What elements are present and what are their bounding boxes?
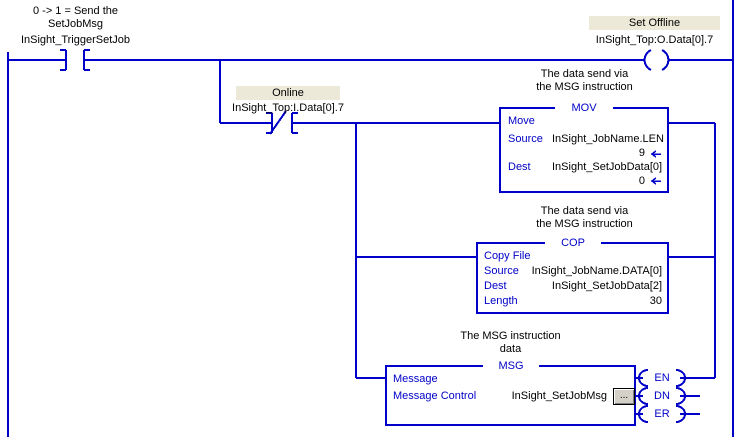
msg-title: Message <box>393 373 438 385</box>
cop-length-value[interactable]: 30 <box>649 295 662 307</box>
msg-er-label: ER <box>654 408 670 420</box>
msg-control-value[interactable]: InSight_SetJobMsg <box>511 390 607 402</box>
msg-browse-button[interactable]: ... <box>613 388 635 405</box>
trigger-comment-line2: SetJobMsg <box>47 18 104 30</box>
online-contact-tag[interactable]: InSight_Top:I.Data[0].7 <box>232 102 344 114</box>
mov-comment-line1: The data send via <box>540 68 629 80</box>
msg-dn-label: DN <box>654 390 670 402</box>
online-description[interactable]: Online <box>236 86 340 100</box>
cop-comment-line1: The data send via <box>540 205 629 217</box>
set-offline-coil-tag[interactable]: InSight_Top:O.Data[0].7 <box>595 34 714 46</box>
msg-comment-line1: The MSG instruction <box>460 330 561 342</box>
set-offline-description[interactable]: Set Offline <box>589 16 720 30</box>
mov-mnemonic: MOV <box>555 102 613 115</box>
trigger-contact-tag[interactable]: InSight_TriggerSetJob <box>20 34 131 46</box>
msg-output-terminals <box>635 369 700 423</box>
cop-title: Copy File <box>484 250 531 262</box>
cop-length-label: Length <box>484 295 518 307</box>
cop-dest-label: Dest <box>484 280 507 292</box>
mov-source-label: Source <box>508 133 543 145</box>
mov-source-data: 9 <box>638 147 645 159</box>
mov-dest-value[interactable]: InSight_SetJobData[0] <box>552 161 663 173</box>
cop-dest-value[interactable]: InSight_SetJobData[2] <box>551 280 662 292</box>
mov-dest-label: Dest <box>508 161 531 173</box>
msg-comment-line2: data <box>499 343 522 355</box>
cop-mnemonic: COP <box>545 237 601 250</box>
msg-en-label: EN <box>654 372 670 384</box>
trigger-contact-symbol <box>60 49 90 71</box>
mov-dest-data: 0 <box>638 175 645 187</box>
msg-control-label: Message Control <box>393 390 477 402</box>
mov-comment-line2: the MSG instruction <box>536 81 633 93</box>
mov-title: Move <box>508 115 535 127</box>
trigger-comment-line1: 0 -> 1 = Send the <box>32 5 118 17</box>
cop-source-value[interactable]: InSight_JobName.DATA[0] <box>531 265 662 277</box>
cop-source-label: Source <box>484 265 519 277</box>
online-contact-symbol <box>266 110 298 135</box>
msg-mnemonic: MSG <box>483 360 539 373</box>
mov-source-value[interactable]: InSight_JobName.LEN <box>552 133 664 145</box>
cop-comment-line2: the MSG instruction <box>536 218 633 230</box>
mov-value-arrows <box>650 150 661 185</box>
set-offline-coil-symbol <box>643 49 670 71</box>
